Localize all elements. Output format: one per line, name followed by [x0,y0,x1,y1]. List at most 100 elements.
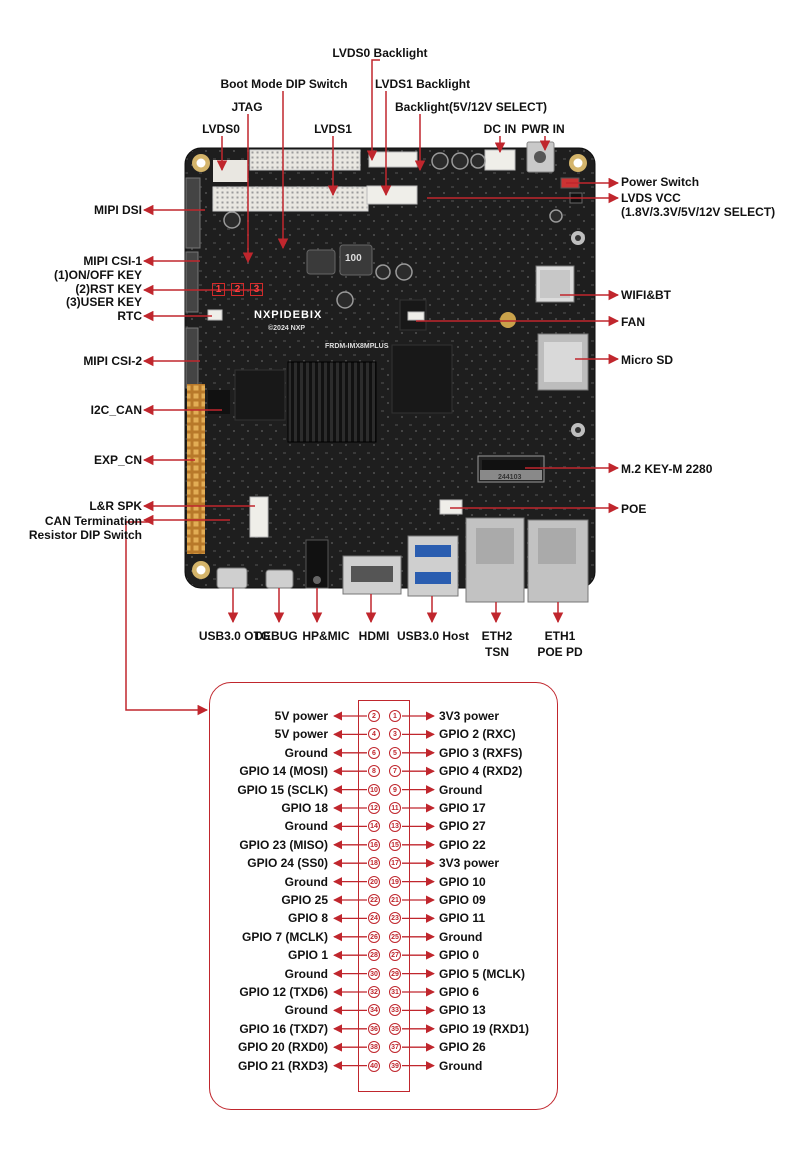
pin-number-left: 40 [368,1059,380,1072]
pin-label-right: GPIO 3 (RXFS) [439,745,523,760]
pin-number-left: 8 [368,765,380,778]
label-poe: POE [621,502,647,516]
pin-label-left: Ground [284,745,328,760]
pin-number-right: 25 [389,930,401,943]
pin-number-left: 14 [368,820,380,833]
label-eth1-poe-pd: POE PD [537,645,583,659]
pin-label-right: Ground [439,929,483,944]
pin-label-left: Ground [284,1003,328,1018]
lvds1-connector [249,149,361,171]
pin-number-left: 30 [368,967,380,980]
pin-number-left: 36 [368,1022,380,1035]
label-hp-mic: HP&MIC [302,629,350,643]
label-backlight-select: Backlight(5V/12V SELECT) [395,100,548,114]
pin-label-right: GPIO 13 [439,1003,486,1018]
pin-number-right: 11 [389,802,401,814]
pin-label-left: Ground [284,966,328,981]
heatsink [287,361,377,443]
pin-label-right: GPIO 4 (RXD2) [439,764,523,779]
key-1: 1 [212,283,225,296]
pin-number-right: 17 [389,857,401,870]
pin-label-right: GPIO 5 (MCLK) [439,966,525,981]
label-hdmi: HDMI [358,629,390,643]
pin-number-right: 7 [389,765,401,778]
label-usb-host: USB3.0 Host [396,629,470,643]
arrow-lvds0-backlight [366,59,380,162]
lvds0-connector [212,186,369,212]
pin-number-left: 20 [368,875,380,888]
label-resistor-dip: Resistor DIP Switch [28,528,142,542]
label-debug: DEBUG [254,629,298,643]
pin-number-right: 27 [389,949,401,962]
label-mipi-dsi: MIPI DSI [93,203,142,217]
pin-number-left: 26 [368,930,380,943]
pin-number-left: 22 [368,894,380,906]
lvds0-backlight-connector [368,151,418,168]
pin-label-left: GPIO 23 (MISO) [239,837,328,852]
label-boot-mode: Boot Mode DIP Switch [220,77,348,91]
debug-port [265,569,294,589]
pin-number-left: 10 [368,783,380,796]
pin-number-right: 15 [389,838,401,851]
model-text: FRDM-IMX8MPLUS [325,343,389,350]
label-lvds-vcc: LVDS VCC [621,191,681,205]
pin-label-left: Ground [284,819,328,834]
pin-label-right: GPIO 17 [439,801,486,815]
i2c-can-header [208,390,230,414]
inductor-text: 100 [345,253,362,264]
pin-label-left: GPIO 7 (MCLK) [242,929,328,944]
label-can-termination: CAN Termination [44,514,142,528]
pin-label-left: GPIO 12 (TXD6) [239,985,328,999]
pin-number-right: 31 [389,986,401,998]
pin-label-right: GPIO 2 (RXC) [439,727,516,742]
speaker-connector [249,496,269,538]
pin-number-right: 39 [389,1059,401,1072]
brand-text: NXPIDEBIX [254,309,323,321]
label-rtc: RTC [117,309,142,323]
label-wifi-bt: WIFI&BT [621,288,671,302]
arrow-exp-to-pinout [125,521,209,716]
mipi-csi1-connector [185,251,199,313]
pin-number-left: 6 [368,746,380,759]
label-i2c-can: I2C_CAN [90,403,142,417]
copyright-text: ©2024 NXP [268,325,306,332]
pin-label-left: GPIO 14 (MOSI) [239,764,328,779]
pin-label-left: Ground [284,874,328,889]
pin-label-left: GPIO 24 (SS0) [247,856,328,871]
label-eth1: ETH1 [544,629,576,643]
poe-connector [439,499,463,515]
pin-label-right: 3V3 power [439,709,500,723]
pin-label-left: GPIO 20 (RXD0) [237,1040,328,1055]
usb-otg-port [216,567,248,589]
pin-number-left: 32 [368,986,380,998]
pin-label-right: Ground [439,1058,483,1073]
pin-number-right: 33 [389,1004,401,1017]
pin-number-right: 13 [389,820,401,833]
pin-number-left: 38 [368,1041,380,1054]
pin-label-right: GPIO 22 [439,837,486,852]
pin-label-right: 3V3 power [439,856,500,871]
pin-number-right: 19 [389,875,401,888]
pin-label-right: GPIO 6 [439,985,480,999]
pin-label-left: 5V power [274,727,328,742]
pin-label-left: GPIO 25 [281,893,328,907]
pin-label-right: GPIO 09 [439,893,486,907]
pin-label-left: GPIO 8 [287,911,328,926]
m2-text: 244103 [498,474,522,481]
label-pwr-in: PWR IN [521,122,565,136]
pin-number-left: 12 [368,802,380,814]
key-3: 3 [250,283,263,296]
rtc-connector [207,309,223,321]
pin-label-left: GPIO 1 [287,948,328,963]
label-exp-cn: EXP_CN [93,453,142,467]
pin-label-right: GPIO 11 [439,911,486,926]
pin-number-right: 23 [389,912,401,925]
pin-number-left: 28 [368,949,380,962]
label-eth2: ETH2 [481,629,513,643]
label-fan: FAN [621,315,645,329]
pin-number-left: 34 [368,1004,380,1017]
pin-label-right: GPIO 19 (RXD1) [439,1021,530,1036]
pin-label-left: GPIO 16 (TXD7) [239,1021,328,1036]
label-lvds1-backlight: LVDS1 Backlight [375,77,471,91]
